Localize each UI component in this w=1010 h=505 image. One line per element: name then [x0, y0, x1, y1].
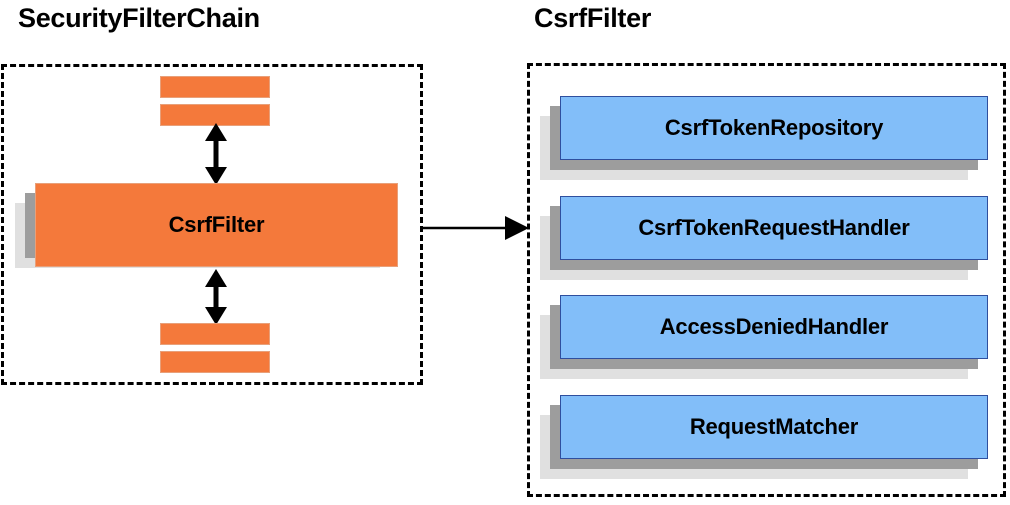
- detail-arrow-icon: [420, 216, 529, 240]
- component-label: RequestMatcher: [689, 414, 859, 439]
- filter-bar-above-1: [160, 76, 270, 98]
- filter-bar-below-1: [160, 323, 270, 345]
- csrf-token-repository-component[interactable]: CsrfTokenRepository: [540, 96, 1008, 181]
- csrf-filter-component[interactable]: CsrfFilter: [15, 183, 418, 287]
- left-panel-title: SecurityFilterChain: [18, 3, 260, 33]
- security-filter-chain-panel: [1, 64, 423, 385]
- filter-bar-below-2: [160, 351, 270, 373]
- csrf-filter-detail-panel: [527, 63, 1006, 497]
- component-face: CsrfTokenRequestHandler: [560, 196, 988, 260]
- csrf-filter-label: CsrfFilter: [168, 212, 265, 237]
- access-denied-handler-component[interactable]: AccessDeniedHandler: [540, 295, 1008, 380]
- double-arrow-below-icon: [205, 269, 227, 325]
- request-matcher-component[interactable]: RequestMatcher: [540, 395, 1008, 480]
- component-label: AccessDeniedHandler: [659, 314, 889, 339]
- component-label: CsrfTokenRepository: [664, 115, 884, 140]
- component-face: RequestMatcher: [560, 395, 988, 459]
- double-arrow-above-icon: [205, 123, 227, 185]
- right-panel-title: CsrfFilter: [534, 3, 652, 33]
- csrf-token-request-handler-component[interactable]: CsrfTokenRequestHandler: [540, 196, 1008, 281]
- component-face: AccessDeniedHandler: [560, 295, 988, 359]
- component-face: CsrfFilter: [35, 183, 398, 267]
- component-face: CsrfTokenRepository: [560, 96, 988, 160]
- component-label: CsrfTokenRequestHandler: [638, 215, 910, 240]
